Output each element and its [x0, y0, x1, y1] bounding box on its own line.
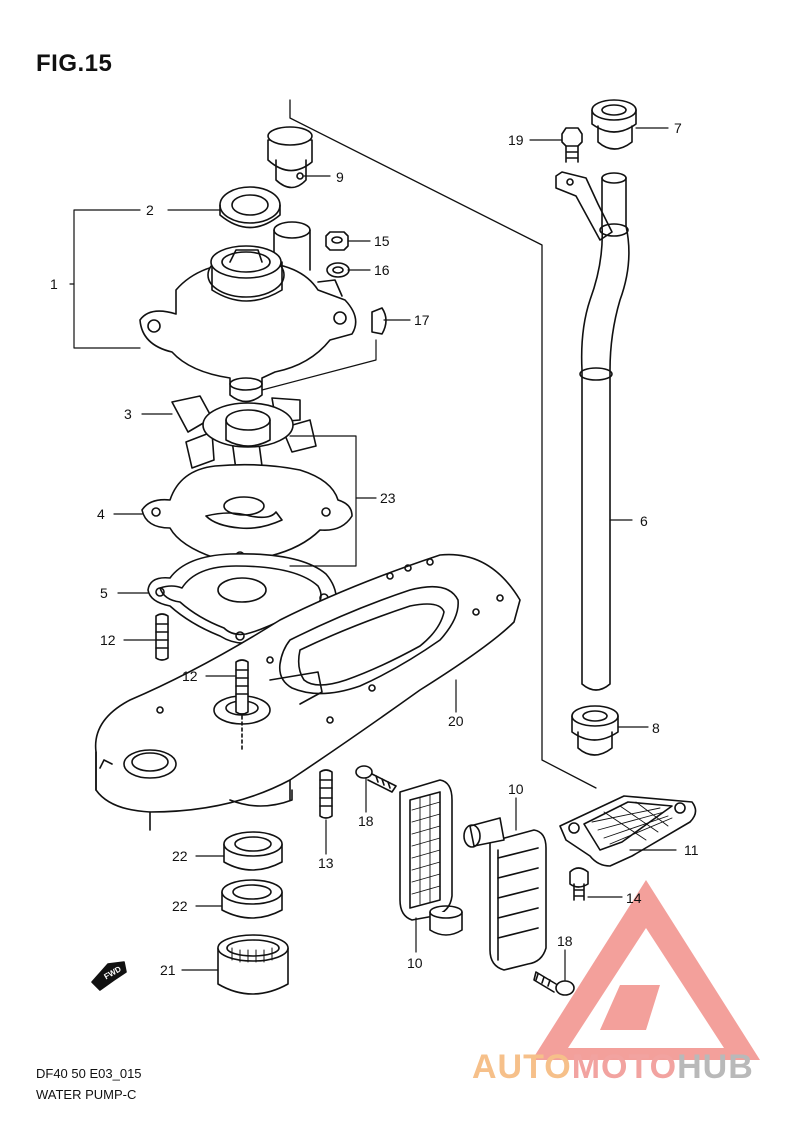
watermark-part-hub: HUB [677, 1048, 754, 1086]
part-6-bracket [555, 171, 613, 241]
part-18-screw-lower [533, 971, 575, 996]
part-17-key [371, 307, 387, 335]
part-21-bearing [217, 934, 289, 995]
part-22-ring-upper [223, 831, 283, 871]
reference-line [289, 99, 597, 789]
part-3-impeller [171, 395, 317, 471]
part-16-washer [326, 262, 350, 278]
part-22-ring-lower [221, 879, 283, 919]
part-19-bolt [561, 127, 583, 163]
callout-13: 13 [318, 855, 334, 871]
callout-21: 21 [160, 962, 176, 978]
callout-11: 11 [684, 842, 699, 858]
part-2-oil-seal [219, 186, 281, 229]
part-12-stud-left [155, 613, 169, 661]
callout-9: 9 [336, 169, 344, 185]
callout-22-lower: 22 [172, 898, 188, 914]
callout-18-lower: 18 [557, 933, 573, 949]
callout-23: 23 [380, 490, 396, 506]
part-6-water-tube [579, 172, 630, 691]
watermark-text: AUTOMOTOHUB [472, 1048, 754, 1087]
part-10-strainer-left [399, 779, 463, 936]
part-13-stud [319, 769, 333, 819]
part-14-screw [569, 867, 589, 901]
watermark-part-moto: MOTO [571, 1048, 678, 1086]
part-18-screw-upper [355, 765, 397, 793]
part-15-nut [325, 231, 349, 251]
part-8-grommet [571, 705, 619, 756]
callout-2: 2 [146, 202, 154, 218]
callout-12-left: 12 [100, 632, 116, 648]
part-4-gasket [141, 463, 353, 566]
callout-17: 17 [414, 312, 430, 328]
part-20-plate [94, 553, 521, 831]
callout-12-plate: 12 [182, 668, 198, 684]
callout-8: 8 [652, 720, 660, 736]
callout-10-left: 10 [407, 955, 423, 971]
callout-14: 14 [626, 890, 642, 906]
callout-7: 7 [674, 120, 682, 136]
callout-1: 1 [50, 276, 58, 292]
part-7-grommet [591, 99, 637, 150]
callout-4: 4 [97, 506, 105, 522]
watermark-logo-icon [532, 880, 760, 1060]
callout-15: 15 [374, 233, 390, 249]
figure-title: FIG.15 [36, 50, 113, 77]
callout-10-right: 10 [508, 781, 524, 797]
part-9-collar [267, 126, 313, 189]
callout-6: 6 [640, 513, 648, 529]
callout-20: 20 [448, 713, 464, 729]
callout-3: 3 [124, 406, 132, 422]
callout-22-upper: 22 [172, 848, 188, 864]
callout-18-upper: 18 [358, 813, 374, 829]
fwd-arrow-icon [91, 961, 127, 991]
part-11-cover-plate [559, 795, 697, 867]
callout-19: 19 [508, 132, 524, 148]
leader-lines [69, 127, 677, 981]
watermark-part-auto: AUTO [472, 1048, 572, 1086]
figure-caption: WATER PUMP-C [36, 1087, 137, 1102]
part-1-pump-case [139, 245, 357, 403]
callout-16: 16 [374, 262, 390, 278]
drawing-code: DF40 50 E03_015 [36, 1066, 142, 1081]
part-10-strainer-right [463, 817, 547, 971]
part-12-stud-plate [235, 659, 249, 753]
callout-5: 5 [100, 585, 108, 601]
